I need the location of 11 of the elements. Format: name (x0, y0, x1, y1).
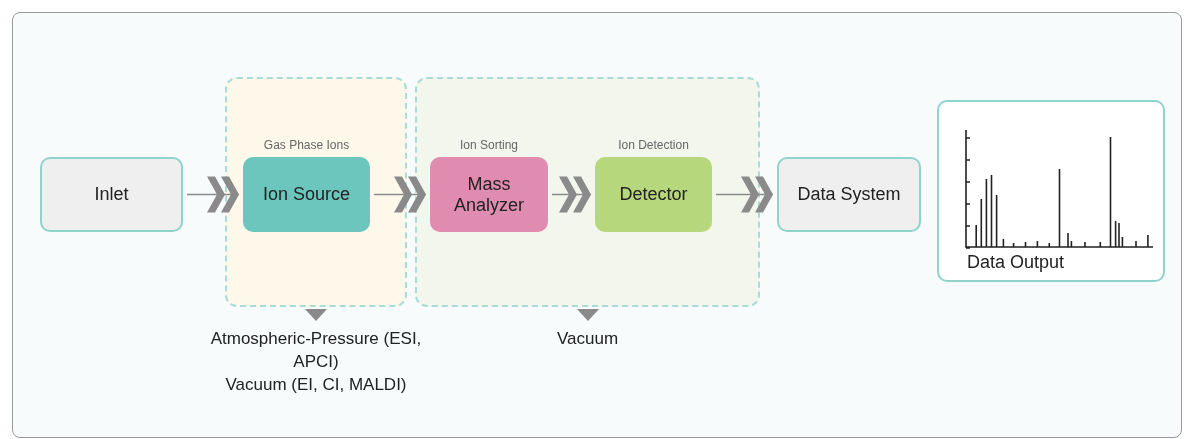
heading-label: Ion Sorting (458, 138, 519, 154)
process-box: Data System (777, 157, 921, 232)
process-box: Detector (595, 157, 712, 232)
caption-text: Vacuum (EI, CI, MALDI) (224, 374, 408, 396)
process-box: Mass Analyzer (430, 157, 548, 232)
process-box: Ion Source (243, 157, 370, 232)
output-label: Data Output (967, 252, 1066, 274)
caption-text: Atmospheric-Pressure (ESI, APCI) (209, 328, 423, 373)
process-box: Inlet (40, 157, 183, 232)
heading-label: Ion Detection (617, 138, 690, 154)
heading-label: Gas Phase Ions (262, 138, 351, 154)
